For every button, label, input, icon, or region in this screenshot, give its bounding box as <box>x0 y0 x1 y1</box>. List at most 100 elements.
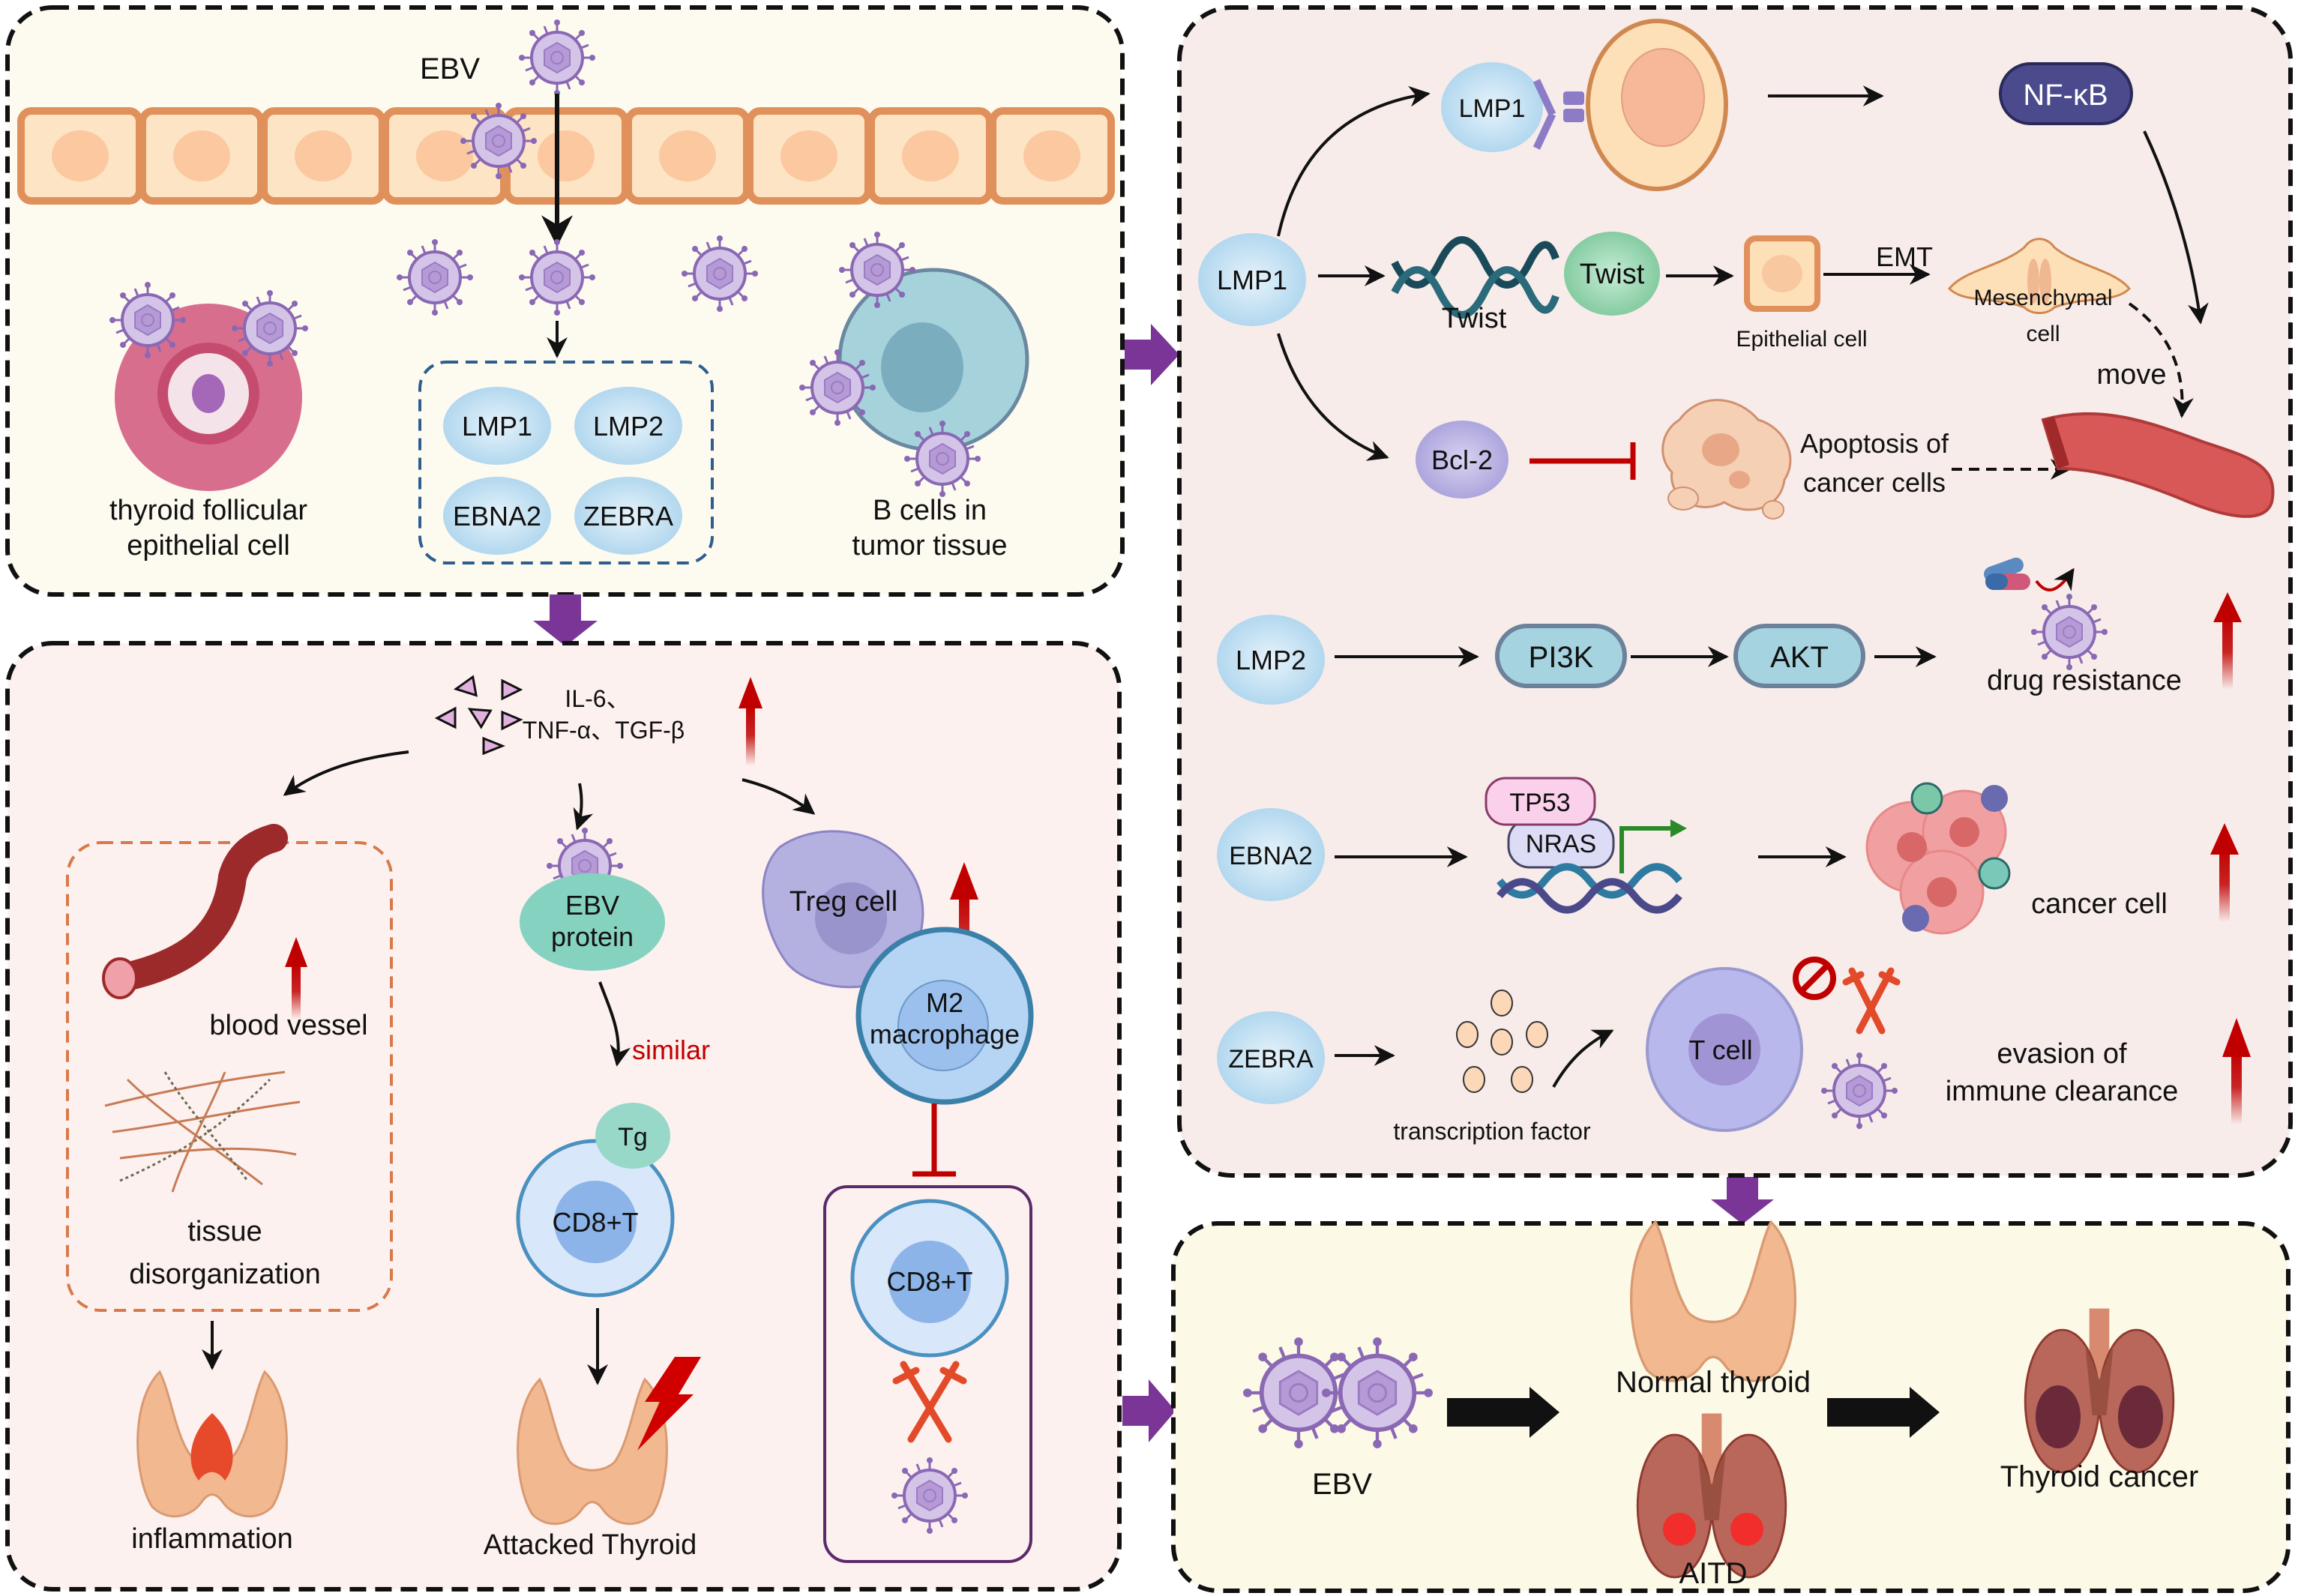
panel-outcome: EBV Normal thyroid AITD Thyroid cancer <box>1171 1220 2291 1593</box>
b-cell-icon <box>837 268 1029 452</box>
virus-icon <box>517 18 597 97</box>
virus-icon <box>837 230 917 310</box>
virus-icon <box>680 234 760 313</box>
pill-capsule-icon <box>1984 557 2075 591</box>
m2-macrophage-icon: M2 macrophage <box>855 927 1034 1105</box>
flow-arrow-right <box>1122 1379 1176 1442</box>
aitd-label: AITD <box>1679 1557 1747 1590</box>
emt-label: EMT <box>1876 241 1933 272</box>
up-arrow-icon <box>746 705 755 766</box>
svg-text:T cell: T cell <box>1688 1035 1752 1065</box>
tp53-node: TP53 <box>1485 777 1596 826</box>
target-cell-icon <box>1586 19 1728 191</box>
mesenchymal-label: cell <box>2026 322 2060 346</box>
up-arrow-icon <box>2231 1050 2242 1124</box>
dna-icon <box>1497 863 1682 914</box>
viral-protein-box <box>418 361 714 564</box>
inflammation-flame-icon <box>190 1413 233 1481</box>
svg-text:ZEBRA: ZEBRA <box>583 501 673 532</box>
epithelial-cell-icon <box>17 107 143 205</box>
dna-icon <box>1391 236 1559 319</box>
epithelial-cell-icon <box>625 107 751 205</box>
virus-icon <box>459 101 538 181</box>
thyroid-cell-label: epithelial cell <box>127 530 290 561</box>
svg-text:EBNA2: EBNA2 <box>453 501 541 532</box>
arrow <box>598 981 631 1067</box>
svg-text:CD8+T: CD8+T <box>886 1266 972 1297</box>
ebv-label: EBV <box>420 52 480 85</box>
up-arrow-icon <box>292 963 301 1020</box>
virus-icon <box>108 280 187 360</box>
virus-icon <box>1820 1051 1899 1130</box>
svg-text:TP53: TP53 <box>1509 789 1570 817</box>
viral-protein-zebra: ZEBRA <box>574 477 682 555</box>
panel-mechanisms: LMP1 LMP1 NF-κB <box>1177 5 2293 1178</box>
akt-node: AKT <box>1733 624 1865 688</box>
cd8-t-cell-icon: CD8+T <box>850 1199 1009 1358</box>
blood-vessel-icon <box>102 824 288 999</box>
svg-text:EBNA2: EBNA2 <box>1229 842 1313 870</box>
svg-text:NF-κB: NF-κB <box>2023 79 2108 112</box>
treg-cell-icon: Treg cell <box>762 830 924 989</box>
svg-text:Twist: Twist <box>1580 259 1645 290</box>
virus-icon <box>903 419 982 499</box>
viral-protein-lmp2: LMP2 <box>574 387 682 465</box>
blood-vessel-label: blood vessel <box>209 1010 367 1041</box>
thyroid-cancer-label: Thyroid cancer <box>2000 1460 2199 1493</box>
svg-text:PI3K: PI3K <box>1529 641 1594 674</box>
zebra-node: ZEBRA <box>1217 1011 1325 1104</box>
svg-text:AKT: AKT <box>1770 641 1829 674</box>
apoptotic-cell-icon <box>1661 399 1792 520</box>
lmp1-node: LMP1 <box>1198 233 1306 326</box>
arrow <box>1277 85 1431 237</box>
drug-resistance-label: drug resistance <box>1987 665 2182 696</box>
progression-arrow <box>1827 1387 1940 1438</box>
panel-infection: /* placeholder */ EBV thyroid follicular… <box>5 5 1125 597</box>
move-label: move <box>2097 359 2167 391</box>
svg-text:Bcl-2: Bcl-2 <box>1431 445 1493 475</box>
epithelial-cell-icon <box>503 107 629 205</box>
up-arrow-icon <box>2222 615 2233 690</box>
thyroid-cell-label: thyroid follicular <box>109 495 307 526</box>
up-arrow-icon <box>739 677 763 708</box>
b-cell-label: B cells in <box>873 495 987 526</box>
b-cell-label: tumor tissue <box>852 530 1008 561</box>
up-arrow-icon <box>285 937 307 967</box>
svg-text:NRAS: NRAS <box>1526 830 1596 858</box>
tg-antigen-icon: Tg <box>595 1103 670 1169</box>
evasion-label: immune clearance <box>1946 1076 2178 1107</box>
similar-label: similar <box>632 1035 710 1065</box>
pi3k-node: PI3K <box>1495 624 1627 688</box>
svg-text:LMP1: LMP1 <box>462 411 532 442</box>
svg-text:Treg cell: Treg cell <box>789 886 897 918</box>
tissue-label: disorganization <box>129 1259 321 1290</box>
ebv-label: EBV <box>1312 1468 1372 1501</box>
attacked-thyroid-label: Attacked Thyroid <box>484 1529 697 1561</box>
up-arrow-icon <box>2213 592 2242 622</box>
svg-text:M2: M2 <box>926 987 963 1018</box>
epithelial-cell-icon <box>867 107 993 205</box>
epithelial-cell-icon <box>989 107 1115 205</box>
aitd-thyroid-icon <box>1636 1412 1787 1579</box>
arrow <box>1552 1029 1614 1088</box>
twist-protein-node: Twist <box>1564 232 1660 316</box>
viral-protein-ebna2: EBNA2 <box>443 477 551 555</box>
blood-vessel-icon <box>2041 412 2275 518</box>
lmp1-receptor-node: LMP1 <box>1441 62 1543 152</box>
virus-icon <box>798 348 877 427</box>
up-arrow-icon <box>2210 823 2239 855</box>
svg-text:Tg: Tg <box>618 1123 648 1151</box>
flow-arrows <box>533 324 1774 1442</box>
cytokine-label: IL-6、 <box>565 685 630 712</box>
ebna2-node: EBNA2 <box>1217 808 1325 901</box>
svg-text:macrophage: macrophage <box>870 1019 1020 1050</box>
nfkb-node: NF-κB <box>1999 62 2133 125</box>
crossed-swords-icon <box>1842 967 1901 1035</box>
svg-text:LMP2: LMP2 <box>593 411 664 442</box>
lightning-icon <box>637 1357 701 1451</box>
up-arrow-icon <box>2222 1018 2251 1057</box>
svg-text:ZEBRA: ZEBRA <box>1228 1045 1314 1073</box>
epithelial-cell-layer <box>17 107 1115 205</box>
t-cell-icon: T cell <box>1646 967 1803 1132</box>
